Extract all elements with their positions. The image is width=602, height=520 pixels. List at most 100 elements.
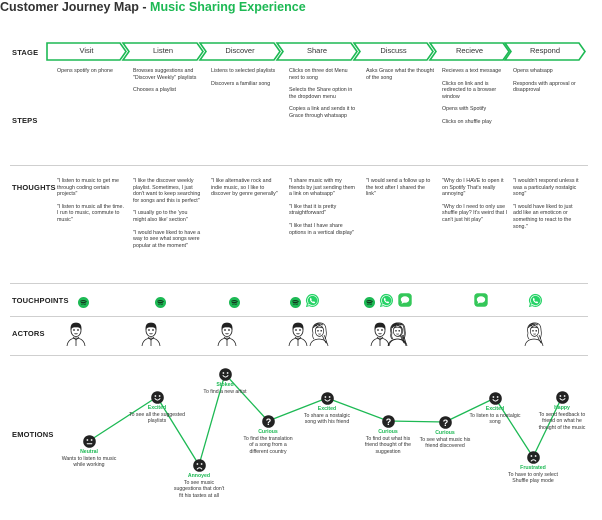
step-text: Clicks on shuffle play — [442, 118, 492, 125]
thought-text: "I would have liked to have a way to see… — [133, 229, 201, 249]
svg-text:?: ? — [442, 418, 448, 428]
emotion-label: Excited — [317, 406, 337, 412]
emotion-happy-face-icon — [218, 367, 232, 381]
thoughts-cell: "I share music with my friends by just s… — [289, 178, 357, 242]
emotion-curious-face-icon: ? — [261, 414, 275, 428]
emotion-description: To share a nostalgic song with his frien… — [303, 413, 351, 426]
steps-cell: Opens spotify on phone — [57, 68, 125, 81]
svg-text:?: ? — [385, 417, 391, 427]
thoughts-cell: "Why do I HAVE to open it on Spotify Tha… — [442, 178, 510, 230]
step-text: Responds with approval or disapproval — [513, 80, 576, 94]
whatsapp-icon — [528, 293, 543, 313]
divider — [10, 283, 588, 284]
male-actor-icon — [288, 321, 308, 352]
emotion-label: Curious — [435, 430, 455, 436]
emotion-description: To find out what his friend thought of t… — [364, 436, 412, 455]
thought-text: "I usually go to the 'you might also lik… — [133, 210, 188, 223]
emotion-sad-face-icon — [192, 458, 206, 472]
thought-text: "I like alternative rock and indie music… — [211, 178, 278, 198]
male-actor-icon — [370, 321, 390, 352]
thought-text: "I would have liked to just add like an … — [513, 203, 573, 230]
male-actor-icon — [217, 321, 237, 352]
thought-text: "I listen to music to get me through cod… — [57, 178, 119, 198]
stage-label-discuss: Discuss — [380, 46, 407, 55]
emotion-description: To send feedback to friend on what he th… — [538, 412, 586, 431]
stage-label-discover: Discover — [225, 46, 255, 55]
row-label-emotions: EMOTIONS — [12, 430, 54, 439]
emotion-label: Stoked — [216, 382, 234, 388]
emotion-label: Annoyed — [187, 473, 211, 479]
emotion-label: Happy — [554, 405, 570, 411]
svg-text:?: ? — [265, 417, 271, 427]
emotion-happy-face-icon — [555, 390, 569, 404]
stage-label-share: Share — [306, 46, 327, 55]
thoughts-cell: "I listen to music to get me through cod… — [57, 178, 125, 230]
row-label-actors: ACTORS — [12, 329, 45, 338]
thought-text: "I share music with my friends by just s… — [289, 178, 355, 198]
thought-text: "Why do I need to only use shuffle play?… — [442, 203, 508, 223]
emotion-description: To listen to a nostalgic song — [469, 413, 521, 426]
divider — [10, 355, 588, 356]
stage-label-visit: Visit — [79, 46, 94, 55]
stage-chevron-discover — [198, 42, 281, 61]
step-text: Discovers a familiar song — [211, 80, 271, 87]
step-text: Chooses a playlist — [133, 87, 176, 94]
step-text: Listens to selected playlists — [211, 68, 276, 74]
female-actor-icon — [387, 321, 407, 352]
step-text: Recieves a text message — [442, 68, 502, 74]
emotion-label: Frustrated — [520, 465, 546, 471]
male-actor-icon — [141, 321, 161, 352]
emotion-label: Curious — [378, 429, 398, 435]
step-text: Opens spotify on phone — [57, 68, 113, 74]
emotion-label: Excited — [147, 405, 167, 411]
emotion-description: To find the translation of a song from a… — [243, 436, 293, 455]
step-text: Clicks on three dot Menu next to song — [289, 68, 348, 81]
step-text: Selects the Share option in the dropdown… — [289, 87, 353, 100]
spotify-icon — [228, 295, 240, 313]
emotion-label: Neutral — [80, 449, 98, 455]
male-actor-icon — [66, 321, 86, 352]
stage-label-recieve: Recieve — [455, 46, 484, 55]
stage-chevron-share — [275, 42, 358, 61]
female-actor-icon — [524, 321, 544, 352]
emotion-description: To see what music his friend discovered — [419, 437, 471, 450]
stage-chevron-discuss — [352, 42, 434, 61]
stage-chevron-recieve — [428, 42, 510, 61]
page-title: Customer Journey Map - Music Sharing Exp… — [0, 0, 602, 14]
thoughts-cell: "I like alternative rock and indie music… — [211, 178, 279, 204]
thought-text: "I listen to music all the time. I run t… — [57, 203, 124, 223]
emotion-curious-face-icon: ? — [438, 415, 452, 429]
stage-label-respond: Respond — [529, 46, 561, 55]
thoughts-cell: "I would send a follow up to the text af… — [366, 178, 434, 204]
title-accent: Music Sharing Experience — [150, 0, 306, 14]
emotion-label: Excited — [485, 406, 505, 412]
row-label-touchpoints: TOUCHPOINTS — [12, 296, 69, 305]
emotion-label: Curious — [258, 429, 278, 435]
female-actor-icon — [309, 321, 329, 352]
stage-chevrons — [46, 42, 586, 61]
spotify-icon — [77, 295, 89, 313]
step-text: Copies a link and sends it to Grace thro… — [289, 106, 356, 119]
thought-text: "I like the discover weekly playlist. So… — [133, 178, 201, 204]
emotion-happy-face-icon — [488, 391, 502, 405]
thought-text: "I like that I have share options in a v… — [289, 222, 355, 236]
thoughts-cell: "I like the discover weekly playlist. So… — [133, 178, 201, 255]
step-text: Opens with Spotify — [442, 106, 487, 113]
thought-text: "Why do I HAVE to open it on Spotify Tha… — [442, 178, 504, 198]
emotion-description: Wants to listen to music while working — [61, 456, 117, 469]
stage-chevron-respond — [503, 42, 586, 61]
step-text: Clicks on link and is redirected to a br… — [442, 80, 497, 100]
emotion-description: To find a new artist — [203, 389, 247, 395]
thought-text: "I wouldn't respond unless it was a part… — [513, 178, 579, 198]
stage-chevron-visit — [46, 42, 127, 61]
spotify-icon — [154, 295, 166, 313]
imessage-icon — [474, 293, 488, 312]
emotion-happy-face-icon — [320, 391, 334, 405]
step-text: Browses suggestions and "Discover Weekly… — [133, 68, 197, 81]
row-label-steps: STEPS — [12, 116, 38, 125]
divider — [10, 165, 588, 166]
row-label-stage: STAGE — [12, 48, 39, 57]
